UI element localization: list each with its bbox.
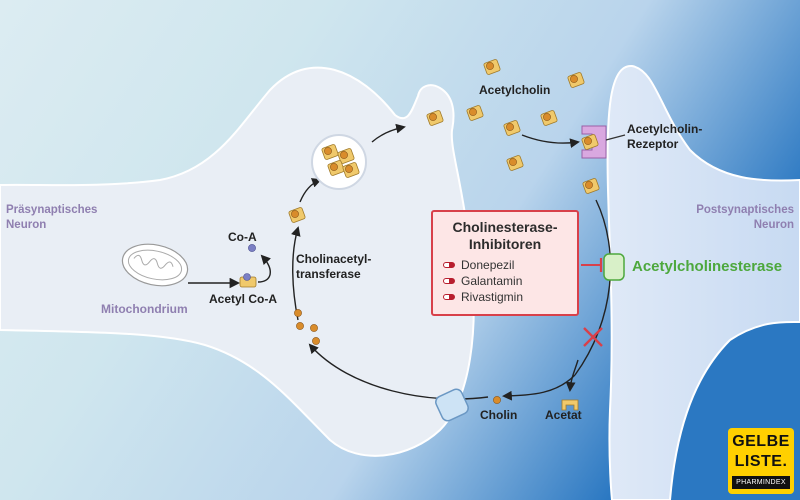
arrow-to-receptor — [521, 134, 580, 149]
vesicle — [311, 134, 367, 190]
acetylcholin-label: Acetylcholin — [479, 83, 551, 97]
gelbe-liste-logo: GELBE LISTE. PHARMINDEX — [728, 428, 794, 494]
blocked-x-icon — [583, 327, 603, 347]
acetyl-coa-molecule — [239, 273, 257, 288]
drug-item: Donepezil — [443, 258, 514, 272]
cholin-dot — [310, 324, 318, 332]
arrow-to-vesicle — [299, 178, 322, 203]
postsynaptic-label: Postsynaptisches Neuron — [696, 204, 794, 231]
cholin-transporter — [435, 388, 469, 422]
logo-line1: GELBE — [732, 433, 790, 450]
arrow-to-acetat — [565, 359, 579, 392]
inhibitors-title-line2: Inhibitoren — [468, 236, 542, 252]
cholin-dot — [296, 322, 304, 330]
drug-item: Rivastigmin — [443, 290, 523, 304]
arrow-to-cholin — [502, 374, 576, 401]
mitochondrium-label: Mitochondrium — [101, 302, 188, 316]
cycle-arc-bottom — [308, 343, 489, 400]
mitochondrium-icon — [121, 243, 189, 287]
acetylcholinesterase-enzyme — [603, 253, 625, 281]
arrow-to-exocytosis — [371, 123, 406, 143]
coa-molecule — [248, 244, 256, 252]
acetylcholinesterase-label: Acetylcholinesterase — [632, 258, 783, 275]
cholin-label: Cholin — [480, 408, 518, 422]
acetat-molecule — [561, 399, 579, 411]
receptor-label: Acetylcholin- Rezeptor — [627, 122, 703, 151]
pill-icon — [443, 262, 455, 268]
pill-icon — [443, 278, 455, 284]
cholin-dot — [312, 337, 320, 345]
logo-subtitle: PHARMINDEX — [732, 476, 790, 489]
cholinacetyltransferase-label: Cholinacetyl- transferase — [296, 252, 372, 281]
cycle-arc-right — [574, 199, 612, 376]
acetyl-coa-label: Acetyl Co-A — [209, 292, 278, 306]
cholinesterase-inhibitors-box: Cholinesterase- Inhibitoren Donepezil Ga… — [431, 210, 579, 316]
postsynaptic-neuron — [606, 64, 800, 500]
drug-item: Galantamin — [443, 274, 522, 288]
inhibitors-title-line1: Cholinesterase- — [452, 219, 558, 235]
cholin-molecule — [493, 396, 501, 404]
acetat-label: Acetat — [545, 408, 582, 422]
logo-line2: LISTE. — [734, 453, 788, 470]
pill-icon — [443, 294, 455, 300]
presynaptic-label: Präsynaptisches Neuron — [6, 204, 98, 231]
cholin-dot — [294, 309, 302, 317]
coa-label: Co-A — [228, 230, 257, 244]
arrow-enzyme-to-coa — [257, 254, 271, 283]
acetylcholine-receptor-icon — [580, 125, 626, 159]
